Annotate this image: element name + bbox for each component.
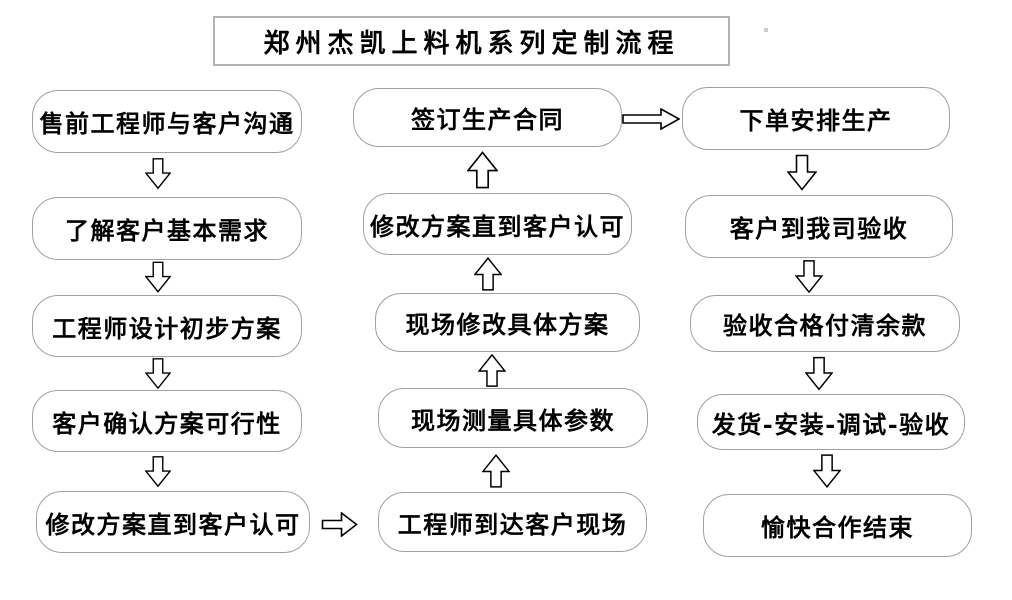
down-arrow-icon	[813, 454, 841, 489]
step-onsite-measure-parameters: 现场测量具体参数	[378, 388, 648, 448]
step-label: 了解客户基本需求	[65, 216, 269, 245]
step-label: 客户确认方案可行性	[52, 408, 282, 438]
step-label: 工程师到达客户现场	[397, 509, 628, 539]
step-customer-acceptance-visit: 客户到我司验收	[685, 195, 953, 258]
down-arrow-icon	[145, 456, 171, 488]
step-label: 愉快合作结束	[761, 513, 914, 542]
step-place-order-production: 下单安排生产	[682, 87, 950, 150]
step-design-draft-plan: 工程师设计初步方案	[32, 295, 302, 357]
step-understand-needs: 了解客户基本需求	[32, 197, 302, 260]
step-label: 签订生产合同	[411, 105, 564, 134]
right-arrow-icon	[321, 512, 358, 537]
step-ship-install-debug-accept: 发货-安装-调试-验收	[697, 394, 965, 450]
step-label: 修改方案直到客户认可	[45, 509, 301, 539]
step-onsite-revise-plan: 现场修改具体方案	[375, 293, 640, 352]
up-arrow-icon	[482, 453, 510, 488]
page-title: 郑州杰凯上料机系列定制流程	[263, 28, 680, 59]
down-arrow-icon	[805, 356, 833, 391]
step-label: 现场测量具体参数	[411, 405, 615, 435]
step-pay-remaining-balance: 验收合格付清余款	[690, 295, 960, 352]
step-happy-cooperation-end: 愉快合作结束	[703, 494, 972, 557]
step-label: 客户到我司验收	[729, 214, 909, 243]
step-label: 下单安排生产	[739, 106, 893, 135]
step-label: 售前工程师与客户沟通	[39, 109, 295, 138]
flowchart-title-box: 郑州杰凯上料机系列定制流程	[213, 16, 730, 66]
stray-dot	[764, 28, 768, 32]
step-label: 验收合格付清余款	[723, 311, 927, 340]
step-engineer-arrives-site: 工程师到达客户现场	[378, 492, 647, 552]
right-arrow-icon	[622, 108, 680, 130]
up-arrow-icon	[467, 151, 498, 189]
down-arrow-icon	[795, 260, 823, 293]
step-label: 现场修改具体方案	[405, 310, 610, 339]
down-arrow-icon	[145, 261, 171, 293]
step-presales-communication: 售前工程师与客户沟通	[32, 90, 302, 153]
step-sign-production-contract: 签订生产合同	[353, 88, 622, 147]
up-arrow-icon	[474, 257, 502, 291]
step-label: 工程师设计初步方案	[52, 313, 282, 343]
step-label: 修改方案直到客户认可	[370, 211, 625, 241]
step-revise-until-approved: 修改方案直到客户认可	[36, 491, 310, 553]
step-label: 发货-安装-调试-验收	[711, 409, 951, 439]
down-arrow-icon	[787, 154, 817, 191]
down-arrow-icon	[145, 158, 171, 190]
down-arrow-icon	[145, 358, 171, 389]
up-arrow-icon	[478, 354, 506, 387]
step-confirm-feasibility: 客户确认方案可行性	[32, 390, 302, 452]
step-revise-until-approved-onsite: 修改方案直到客户认可	[363, 193, 632, 255]
